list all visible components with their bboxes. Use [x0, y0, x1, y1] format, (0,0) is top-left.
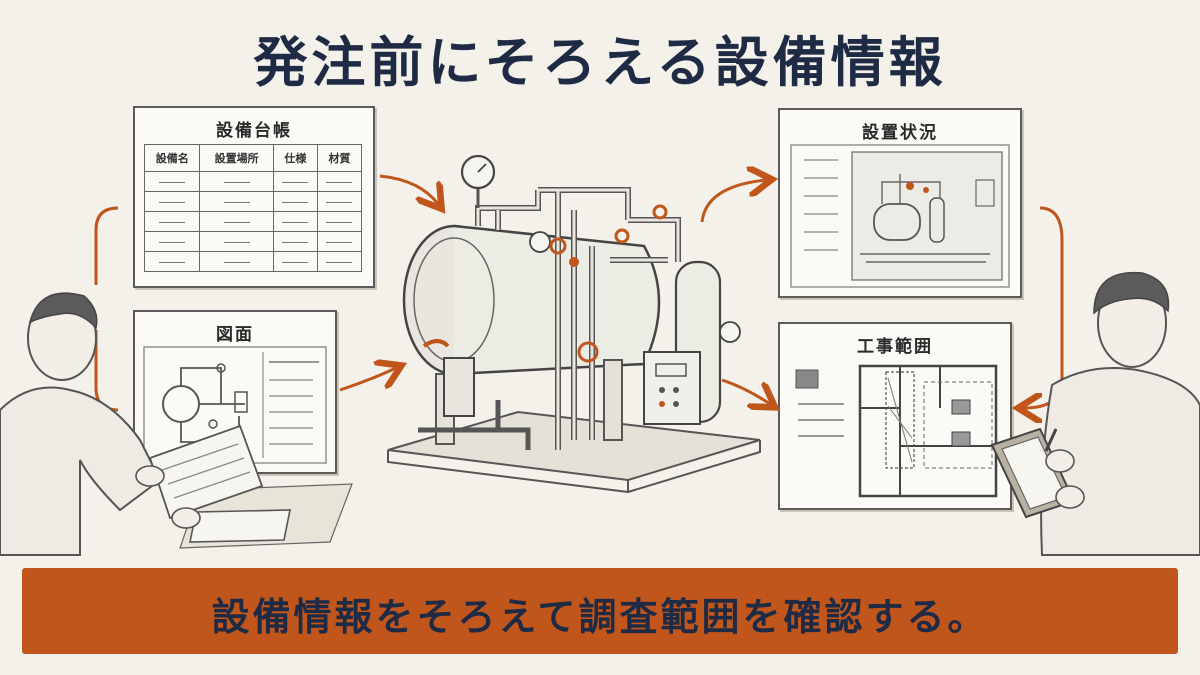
arrow-drawing-to-equipment [339, 368, 396, 392]
ledger-col-material: 材質 [316, 144, 363, 172]
floor-plan-sketch [795, 364, 998, 498]
drawing-title: 図面 [216, 325, 254, 345]
construction-scope-panel: 工事範囲 [778, 322, 1012, 510]
table-row [143, 251, 363, 272]
equipment-ledger-panel: 設備台帳 設備名 設置場所 仕様 材質 [133, 106, 375, 288]
worker-right-illustration [990, 271, 1200, 556]
summary-banner: 設備情報をそろえて調査範囲を確認する。 [22, 568, 1178, 654]
worker-left-illustration [0, 292, 353, 556]
ledger-table: 設備名 設置場所 仕様 材質 [143, 144, 363, 272]
table-row [143, 231, 363, 252]
table-row [143, 171, 363, 192]
table-row [143, 211, 363, 232]
arrow-equipment-to-site [700, 180, 766, 223]
site-condition-panel: 設置状況 [778, 108, 1022, 298]
ledger-col-location: 設置場所 [199, 144, 274, 172]
ledger-title: 設備台帳 [216, 121, 292, 141]
ledger-header-row: 設備名 設置場所 仕様 材質 [143, 144, 363, 172]
scope-title: 工事範囲 [857, 337, 933, 357]
ledger-col-name: 設備名 [143, 144, 201, 172]
boiler-equipment-illustration [387, 154, 761, 494]
piping-schematic [143, 346, 327, 464]
arrow-equipment-to-scope [721, 378, 770, 404]
arrow-ledger-to-equipment [379, 174, 438, 204]
page-title: 発注前にそろえる設備情報 [253, 31, 947, 94]
summary-banner-text: 設備情報をそろえて調査範囲を確認する。 [211, 595, 989, 639]
site-photo-sketch [790, 144, 1010, 288]
arrow-site-to-scope [1024, 206, 1064, 408]
site-title: 設置状況 [862, 123, 938, 143]
